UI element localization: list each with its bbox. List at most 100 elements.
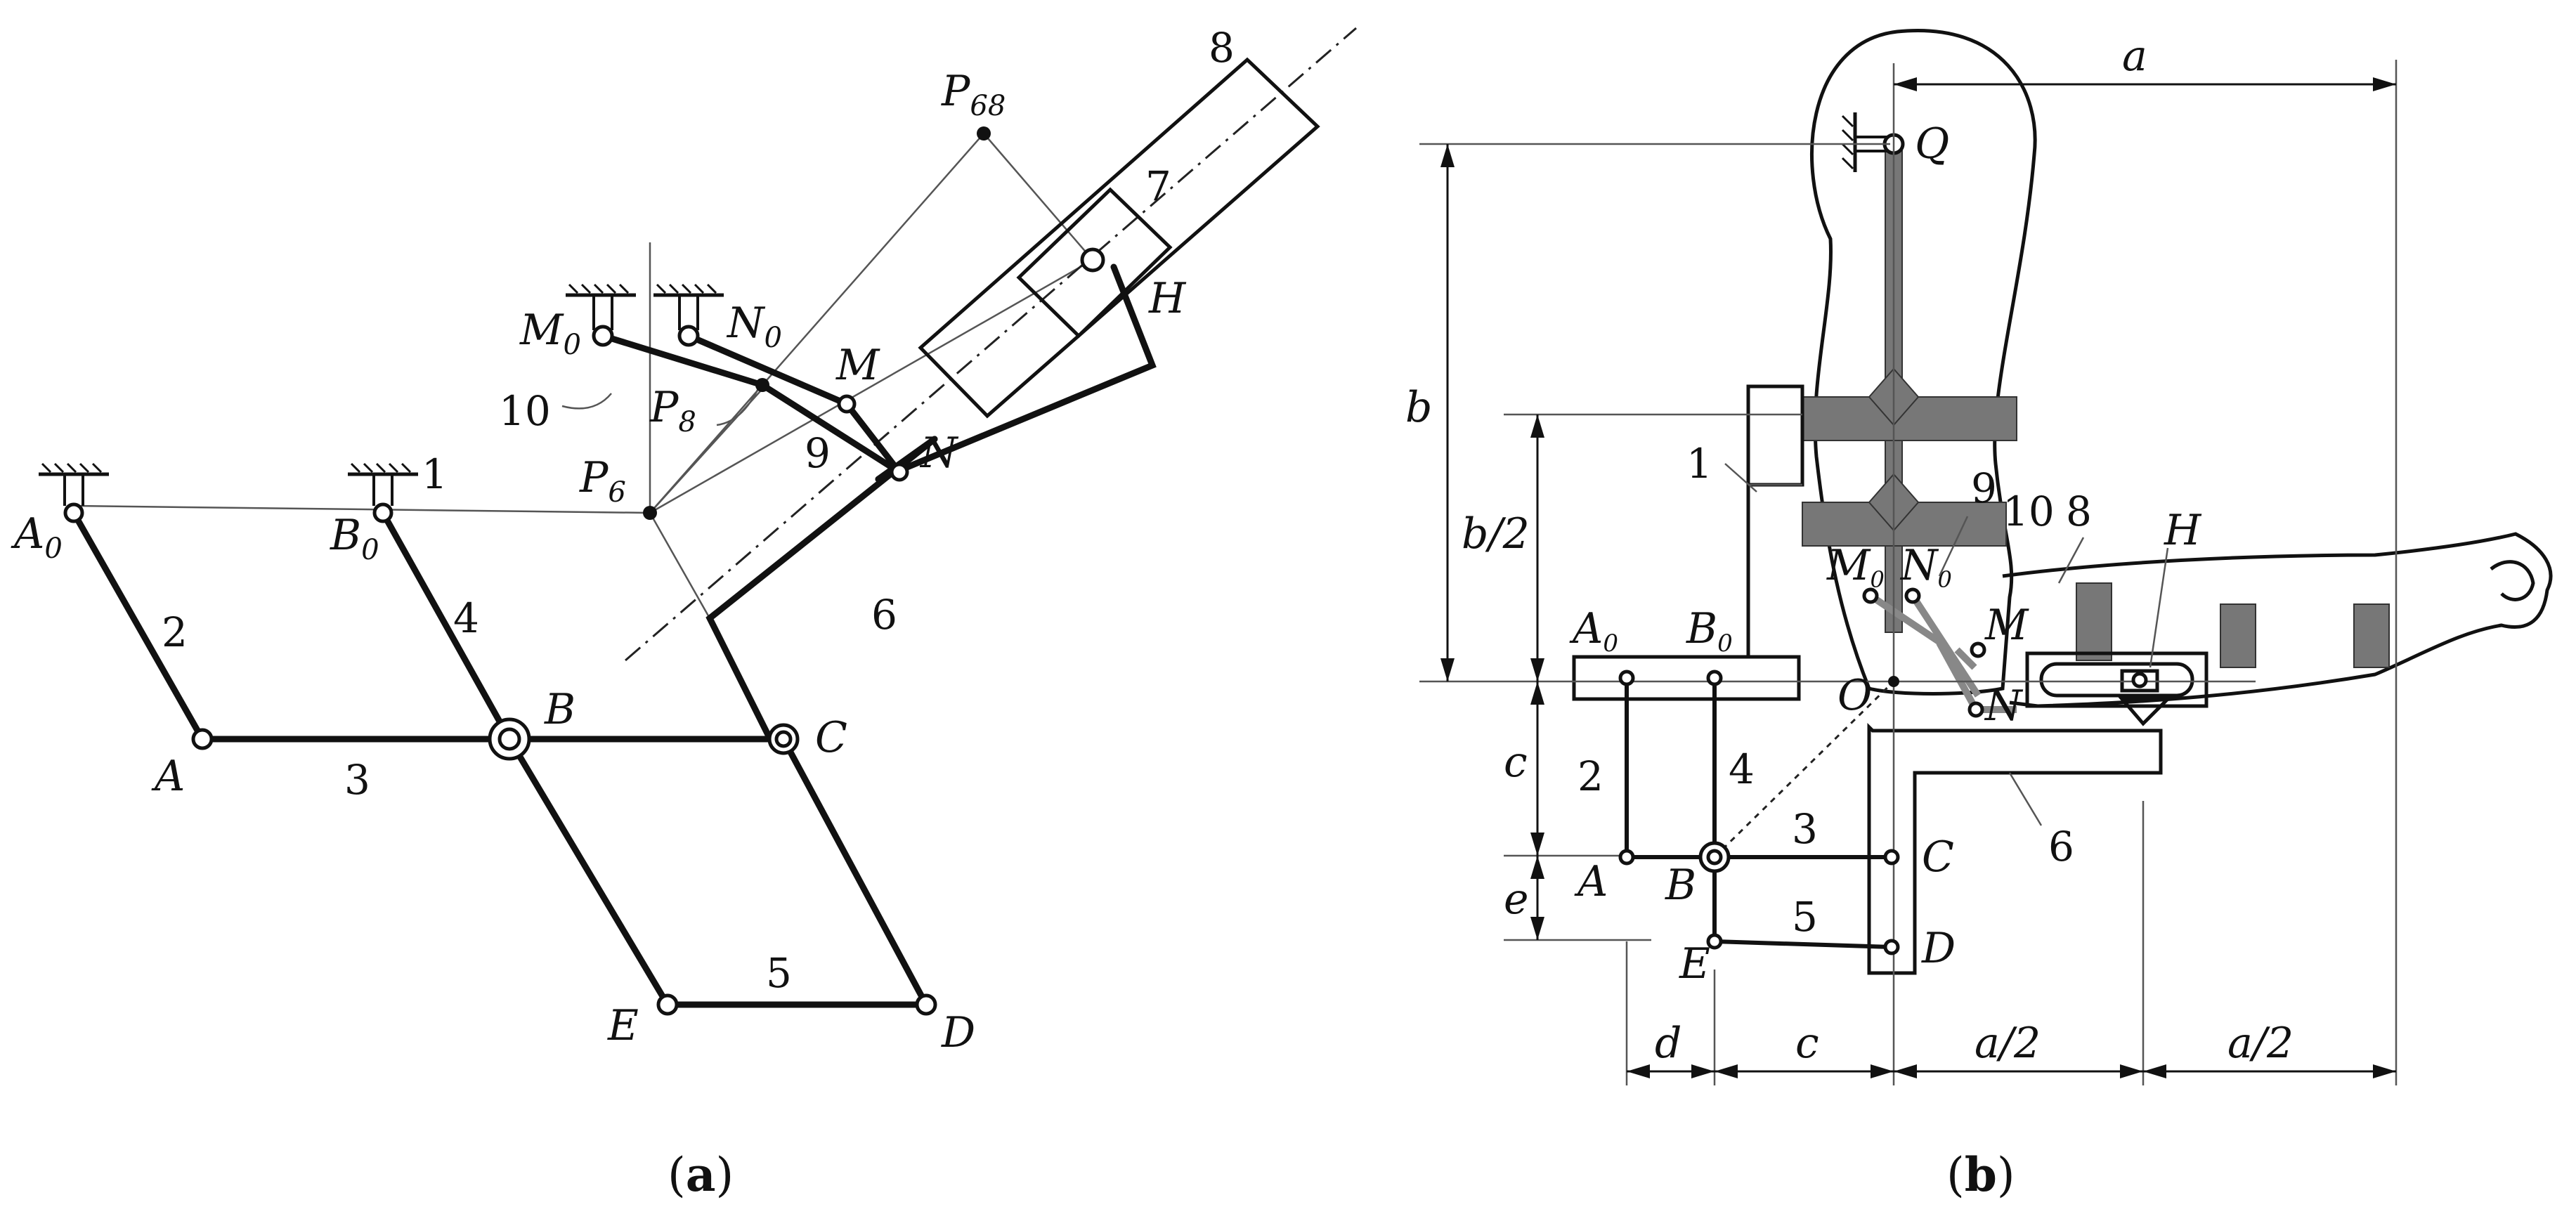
- link-label-2: 2: [1578, 752, 1604, 800]
- leader-8: [2057, 537, 2085, 584]
- dim-label-a-half-2: a/2: [2227, 1019, 2294, 1068]
- joint-e: [1706, 933, 1723, 950]
- label-b0: B0: [1686, 604, 1733, 658]
- link-label-9: 9: [1971, 464, 1997, 512]
- label-h: H: [2164, 506, 2202, 555]
- label-p8: P8: [649, 383, 696, 438]
- link-label-8: 8: [1209, 24, 1235, 72]
- link-6-tip: [2118, 697, 2173, 726]
- leader-9: [1938, 516, 1969, 577]
- construction-line-a0-p6: [73, 504, 651, 514]
- joint-h: [1080, 247, 1105, 273]
- label-q: Q: [1915, 119, 1949, 169]
- joint-m0: [592, 325, 614, 347]
- label-a0: A0: [1569, 604, 1618, 658]
- label-e: E: [1679, 939, 1710, 988]
- label-n: N: [1984, 681, 2024, 731]
- dimension-a: [1894, 77, 2396, 91]
- link-label-6: 6: [871, 591, 897, 639]
- link-10: [599, 332, 766, 389]
- link-6-joint: [875, 436, 938, 483]
- label-m0: M0: [1826, 541, 1885, 593]
- dimension-bottom: [1627, 1064, 2396, 1078]
- link-label-5: 5: [1792, 893, 1818, 941]
- link-10: [1868, 592, 1943, 646]
- link-label-4: 4: [1729, 745, 1755, 793]
- link-1-base: [1572, 384, 1804, 701]
- caption-a: (a): [668, 1147, 734, 1202]
- label-c: C: [1922, 833, 1954, 882]
- link-label-1: 1: [1686, 440, 1712, 488]
- link-label-3: 3: [1792, 805, 1818, 853]
- joint-a0: [1618, 670, 1635, 686]
- link-5: [1712, 939, 1894, 949]
- construction-line-p6-link6: [649, 512, 711, 619]
- forearm-strap-3: [2353, 603, 2390, 668]
- point-p68: [977, 126, 991, 141]
- link-label-6: 6: [2048, 823, 2074, 870]
- link-6-body: [1867, 722, 2163, 975]
- caption-b: (b): [1946, 1147, 2015, 1202]
- link-label-7: 7: [1145, 162, 1171, 210]
- link-9-b: [1936, 641, 1979, 712]
- dimension-c-vertical: [1530, 681, 1544, 856]
- label-p68: P68: [941, 67, 1006, 122]
- label-e: E: [607, 1001, 639, 1050]
- upper-arm-outline: [1810, 29, 2037, 696]
- dim-label-d: d: [1655, 1019, 1681, 1068]
- joint-a0: [63, 502, 84, 523]
- joint-a: [191, 728, 214, 750]
- label-a: A: [1574, 857, 1608, 906]
- label-b: B: [544, 685, 575, 734]
- ground-a0: [39, 462, 109, 506]
- forearm-strap-1: [2076, 582, 2112, 661]
- link-7-slider: [1016, 187, 1173, 339]
- link-2: [70, 509, 206, 743]
- link-9-a: [1909, 594, 1982, 698]
- label-d: D: [941, 1008, 975, 1057]
- joint-n: [890, 462, 909, 482]
- link-label-2: 2: [162, 608, 188, 656]
- label-m: M: [1984, 601, 2029, 650]
- joint-m0: [1862, 587, 1879, 604]
- dim-label-b-half: b/2: [1462, 509, 1530, 559]
- joint-n: [1967, 701, 1984, 718]
- construction-line-p6-h: [649, 259, 1093, 514]
- link-4-lower: [506, 736, 671, 1008]
- link-8-body: [2025, 651, 2209, 708]
- joint-b-inner: [1706, 849, 1723, 866]
- dim-label-c-horizontal: c: [1795, 1019, 1819, 1068]
- label-h: H: [1148, 274, 1187, 323]
- label-b0: B0: [330, 511, 379, 566]
- link-label-10: 10: [499, 387, 551, 435]
- ground-m0: [566, 283, 636, 330]
- dim-label-c-vertical: c: [1504, 738, 1528, 787]
- link-9-lower: [759, 381, 903, 476]
- label-n: N: [919, 429, 959, 478]
- label-d: D: [1921, 924, 1956, 973]
- joint-n0: [1904, 587, 1921, 604]
- joint-m: [1970, 641, 1986, 658]
- label-n0: N0: [1899, 541, 1952, 593]
- joint-c: [1883, 849, 1900, 866]
- hand-thumb: [2490, 560, 2535, 601]
- label-m0: M0: [519, 306, 581, 361]
- link-6-lower: [705, 436, 938, 741]
- link-label-8: 8: [2066, 488, 2092, 535]
- link-label-3: 3: [344, 756, 370, 804]
- link-6-upper: [875, 263, 1157, 483]
- link-cd: [780, 736, 930, 1008]
- link-label-5: 5: [766, 949, 792, 997]
- panel-a: A0 B0 A B C E D H M N M0 N0 P6 P8 P68 1 …: [11, 24, 1357, 1202]
- label-m: M: [835, 341, 880, 390]
- link-label-9: 9: [805, 429, 831, 477]
- joint-b-inner: [497, 727, 521, 751]
- point-p6: [643, 506, 657, 520]
- arm-axis-line: [625, 27, 1357, 662]
- dimension-b: [1440, 144, 1455, 681]
- construction-line-p68-h: [983, 133, 1093, 261]
- joint-a: [1618, 849, 1635, 866]
- leader-1: [1724, 463, 1757, 492]
- construction-line-p6-p68: [649, 133, 984, 514]
